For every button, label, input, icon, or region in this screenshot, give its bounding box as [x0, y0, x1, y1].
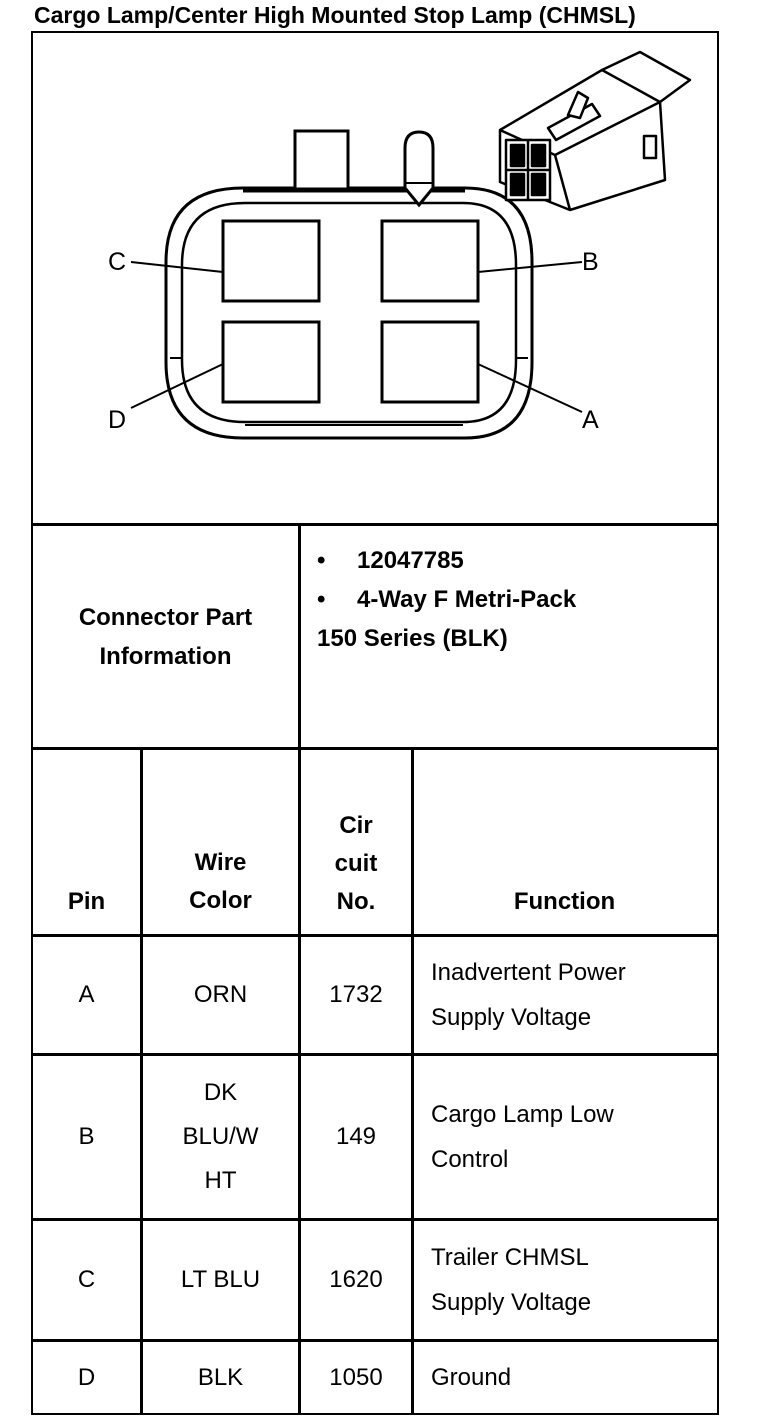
connector-info-label-line2: Information [99, 642, 232, 670]
divider-row-c [31, 1339, 717, 1342]
wire-line: BLK [197, 1363, 244, 1391]
connector-info-label: Connector Part Information [33, 526, 298, 747]
bullet-icon: • [317, 586, 326, 613]
cell-wire: BLK [143, 1342, 298, 1413]
wire-line: DK [203, 1079, 238, 1106]
cell-circuit: 149 [335, 1123, 377, 1150]
header-wire-line1: Wire [194, 849, 247, 876]
header-function: Function [513, 888, 616, 915]
connector-series: 150 Series (BLK) [317, 625, 508, 652]
wire-line: LT BLU [180, 1266, 261, 1293]
function-line: Supply Voltage [431, 1004, 592, 1031]
header-circuit-line1: Cir [339, 812, 373, 839]
divider-col-circuit [298, 525, 301, 1413]
divider-col-function [411, 749, 414, 1413]
connector-info-details: • 12047785 • 4-Way F Metri-Pack 150 Seri… [317, 541, 576, 658]
header-circuit-line2: cuit [334, 850, 378, 877]
header-wire-color: Wire Color [143, 842, 298, 922]
divider-row-b [31, 1218, 717, 1221]
divider-col-wire [140, 749, 143, 1413]
wire-line: BLU/W [182, 1123, 259, 1150]
cell-pin: B [78, 1123, 95, 1150]
cell-pin: D [77, 1363, 96, 1391]
header-circuit-no: Cir cuit No. [301, 804, 411, 924]
divider-header [31, 934, 717, 937]
cell-circuit: 1620 [329, 1266, 383, 1293]
pin-label-c: C [108, 248, 126, 276]
cell-wire: DK BLU/W HT [143, 1056, 298, 1218]
pin-label-b: B [582, 248, 599, 276]
function-line: Supply Voltage [431, 1289, 592, 1316]
pin-label-a: A [582, 406, 599, 434]
function-line: Cargo Lamp Low [431, 1101, 614, 1128]
divider-diagram [31, 523, 717, 526]
connector-info-label-line1: Connector Part [78, 603, 253, 631]
cell-circuit: 1050 [329, 1363, 383, 1391]
cell-function: Trailer CHMSL Supply Voltage [414, 1221, 715, 1339]
connector-diagram: C B D A [108, 50, 692, 440]
cell-circuit: 1732 [329, 981, 383, 1008]
page-title: Cargo Lamp/Center High Mounted Stop Lamp… [34, 2, 636, 28]
header-pin: Pin [67, 888, 106, 915]
connector-description: 4-Way F Metri-Pack [357, 586, 577, 613]
cell-pin: A [78, 981, 95, 1008]
divider-info [31, 747, 717, 750]
pin-label-d: D [108, 406, 126, 434]
connector-perspective-icon [498, 50, 692, 212]
header-circuit-line3: No. [336, 888, 376, 915]
wire-line: HT [204, 1167, 237, 1194]
cell-pin: C [77, 1266, 96, 1293]
cell-wire: ORN [143, 937, 298, 1053]
header-wire-line2: Color [189, 887, 252, 914]
function-line: Trailer CHMSL [431, 1244, 589, 1271]
function-line: Ground [431, 1364, 512, 1391]
part-number: 12047785 [357, 547, 464, 574]
function-line: Inadvertent Power [431, 959, 626, 986]
function-line: Control [431, 1146, 509, 1173]
cell-function: Ground [414, 1342, 715, 1413]
divider-row-a [31, 1053, 717, 1056]
wire-line: ORN [193, 981, 248, 1008]
cell-wire: LT BLU [143, 1221, 298, 1339]
bullet-icon: • [317, 547, 326, 574]
connector-frame [31, 31, 719, 1415]
